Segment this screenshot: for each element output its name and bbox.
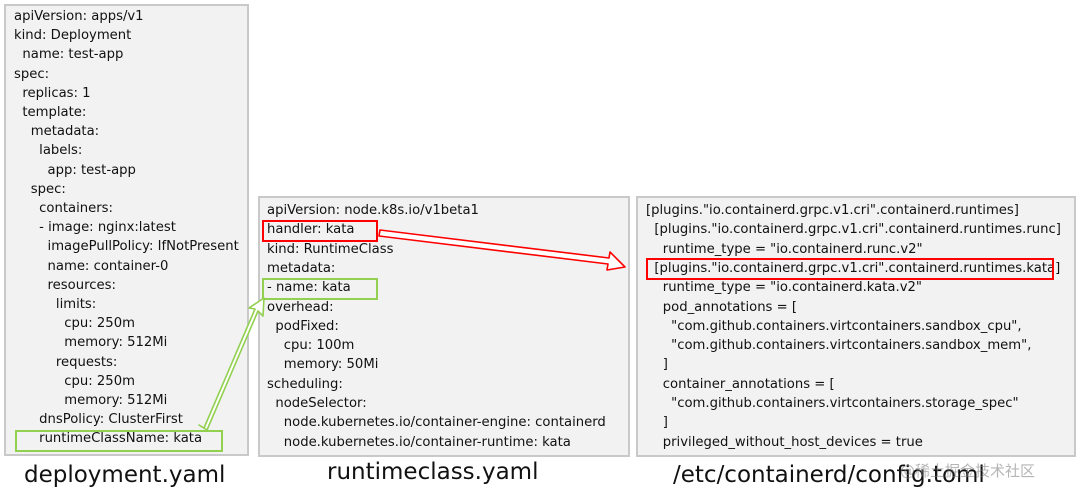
containerd-config-line: "com.github.containers.virtcontainers.st… [646,396,1019,411]
deployment-yaml-line: kind: Deployment [14,28,132,44]
deployment-yaml-line: runtimeClassName: kata [14,431,203,447]
deployment-yaml-line: spec: [14,66,50,82]
containerd-config-line: privileged_without_host_devices = true [646,434,923,450]
containerd-config-line: "com.github.containers.virtcontainers.sa… [646,338,1032,354]
runtimeclass-yaml-line: scheduling: [267,376,343,392]
deployment-yaml-line: replicas: 1 [14,85,91,101]
runtimeclass-yaml-line: podFixed: [267,318,339,334]
containerd-config-line: [plugins."io.containerd.grpc.v1.cri".con… [646,203,1019,218]
red-arrow [378,229,626,271]
containerd-config-line: container_annotations = [ [646,376,835,392]
metadata-name-highlight-box [262,278,378,300]
deployment-yaml-line: name: test-app [14,47,124,63]
deployment-yaml-line: name: container-0 [14,258,169,274]
kata-runtime-highlight-box [646,258,1054,280]
containerd-config-panel [636,196,1076,457]
deployment-yaml-line: cpu: 250m [14,373,135,389]
deployment-yaml-line: memory: 512Mi [14,335,168,351]
deployment-yaml-line: imagePullPolicy: IfNotPresent [14,239,239,255]
deployment-yaml-line: containers: [14,201,113,216]
deployment-yaml-line: memory: 512Mi [14,393,168,408]
containerd-config-line: "com.github.containers.virtcontainers.sa… [646,318,1022,334]
containerd-config-line: ] [646,357,668,373]
runtimeclass-yaml-line: handler: kata [267,222,355,238]
deployment-yaml-line: metadata: [14,124,100,140]
runtimeclass-yaml-line: cpu: 100m [267,338,355,354]
deployment-caption: deployment.yaml [24,462,226,488]
containerd-config-line: [plugins."io.containerd.grpc.v1.cri".con… [646,260,1061,276]
runtimeclassname-highlight-box [15,430,223,452]
deployment-yaml-line: resources: [14,277,116,293]
runtimeclass-caption: runtimeclass.yaml [327,459,539,485]
runtimeclass-yaml-line: nodeSelector: [267,396,367,411]
deployment-yaml-line: apiVersion: apps/v1 [14,9,144,24]
deployment-yaml-line: - image: nginx:latest [14,220,176,236]
deployment-yaml-line: dnsPolicy: ClusterFirst [14,412,183,428]
deployment-yaml-line: app: test-app [14,162,136,178]
deployment-yaml-panel [4,4,249,456]
handler-highlight-box [262,220,378,242]
runtimeclass-yaml-line: node.kubernetes.io/container-runtime: ka… [267,434,571,450]
deployment-yaml-line: cpu: 250m [14,316,135,332]
runtimeclass-yaml-line: metadata: [267,260,336,276]
containerd-config-line: [plugins."io.containerd.grpc.v1.cri".con… [646,222,1061,238]
deployment-yaml-line: spec: [14,181,66,197]
deployment-yaml-line: limits: [14,297,97,312]
containerd-config-line: runtime_type = "io.containerd.kata.v2" [646,280,922,296]
deployment-yaml-line: template: [14,105,87,120]
watermark-text: @稀土掘金技术社区 [900,462,1036,480]
containerd-config-line: runtime_type = "io.containerd.runc.v2" [646,241,923,257]
deployment-yaml-line: labels: [14,143,83,159]
runtimeclass-yaml-line: apiVersion: node.k8s.io/v1beta1 [267,203,479,218]
deployment-yaml-line: requests: [14,354,118,370]
runtimeclass-yaml-line: - name: kata [267,280,351,296]
containerd-config-line: ] [646,415,668,431]
runtimeclass-yaml-line: memory: 50Mi [267,357,379,373]
runtimeclass-yaml-line: kind: RuntimeClass [267,241,394,257]
runtimeclass-yaml-line: node.kubernetes.io/container-engine: con… [267,415,606,431]
green-arrow [198,297,265,431]
containerd-config-line: pod_annotations = [ [646,299,797,315]
containerd-caption: /etc/containerd/config.toml [673,462,985,488]
runtimeclass-yaml-line: overhead: [267,299,334,315]
